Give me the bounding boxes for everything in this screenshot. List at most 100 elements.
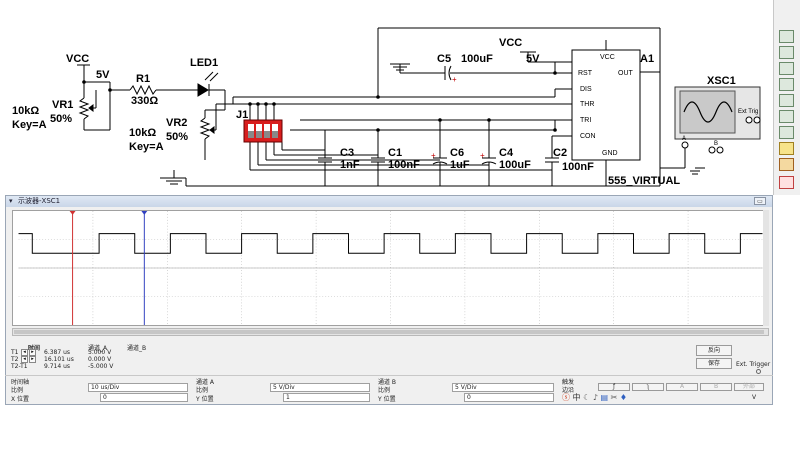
pin-tri: TRI	[580, 117, 591, 124]
moon-icon[interactable]: ☾	[583, 393, 591, 402]
timebase-section: 时间轴	[11, 379, 30, 386]
channel-b-scale-label: 比例	[378, 387, 391, 394]
j1-name: J1	[236, 109, 248, 121]
word-generator-tool-icon[interactable]	[779, 142, 794, 155]
c6-value: 1uF	[450, 159, 470, 171]
keyboard-icon[interactable]: ▤	[600, 393, 609, 402]
trigger-source-b-button[interactable]: B	[700, 383, 732, 391]
c4-plus: +	[480, 151, 485, 160]
microphone-icon[interactable]: ♪	[592, 393, 598, 402]
led-name: LED1	[190, 57, 218, 69]
row-label-t1: T1	[11, 349, 19, 356]
close-icon[interactable]: ▭	[754, 197, 766, 205]
chan-b-label: B	[714, 141, 718, 147]
frequency-counter-tool-icon[interactable]	[779, 126, 794, 139]
vr2-value-2: Key=A	[129, 141, 164, 153]
t1-right-button[interactable]: ▸	[29, 349, 36, 356]
trigger-edge-label: 边沿	[562, 387, 575, 394]
oscilloscope-tool-icon[interactable]	[779, 78, 794, 91]
timebase-scale-field[interactable]: 10 us/Div	[88, 383, 188, 392]
tools-icon[interactable]: ✂	[610, 393, 618, 402]
t2-chan-a: 0.000 V	[88, 356, 112, 363]
scope-horizontal-scrollbar[interactable]	[12, 328, 769, 336]
pin-vcc: VCC	[600, 54, 615, 61]
channel-a-section: 通道 A	[196, 379, 215, 386]
pin-rst: RST	[578, 70, 593, 77]
window-taskbar-icons: ⓢ 中 ☾ ♪ ▤ ✂ ♦	[562, 393, 667, 403]
c4-value: 100uF	[499, 159, 531, 171]
function-generator-tool-icon[interactable]	[779, 46, 794, 59]
channel-b-scale-field[interactable]: 5 V/Div	[452, 383, 554, 392]
x-position-field[interactable]: 0	[100, 393, 188, 402]
ext-trig-label: Ext Trig	[738, 109, 758, 115]
logic-analyzer-tool-icon[interactable]	[779, 158, 794, 171]
vr1-percent: 50%	[50, 113, 72, 125]
pin-con: CON	[580, 133, 596, 140]
vr1-name: VR1	[52, 99, 73, 111]
controls-divider	[5, 375, 773, 376]
instrument-toolbar	[773, 0, 800, 195]
a1-name: A1	[640, 53, 654, 65]
timebase-scale-label: 比例	[11, 387, 24, 394]
reverse-button[interactable]: 反向	[696, 345, 732, 356]
x-position-label: X 位置	[11, 396, 30, 403]
vr2-name: VR2	[166, 117, 187, 129]
t2-left-button[interactable]: ◂	[21, 356, 28, 363]
pin-gnd: GND	[602, 150, 618, 157]
vcc-left-label: VCC	[66, 53, 89, 65]
cursor-marker-icon	[69, 211, 76, 215]
trigger-external-button[interactable]: 外部	[734, 383, 764, 391]
shirt-icon[interactable]: ♦	[619, 393, 627, 402]
trigger-falling-edge-button[interactable]: ʅ	[632, 383, 664, 391]
ext-trigger-terminal[interactable]	[756, 369, 761, 374]
scrollbar-thumb[interactable]	[14, 330, 764, 334]
v5-left-label: 5V	[96, 69, 110, 81]
scope-vertical-scrollbar[interactable]	[763, 210, 769, 326]
channel-b-section: 通道 B	[378, 379, 397, 386]
c3-name: C3	[340, 147, 354, 159]
channel-a-scale-field[interactable]: 5 V/Div	[270, 383, 370, 392]
channel-a-y-position-label: Y 位置	[196, 396, 214, 403]
pin-dis: DIS	[580, 86, 592, 93]
channel-b-y-position-field[interactable]: 0	[464, 393, 554, 402]
col-header-chan-a: 通道_A	[88, 345, 108, 352]
wattmeter-tool-icon[interactable]	[779, 62, 794, 75]
vr2-percent: 50%	[166, 131, 188, 143]
probe-tool-icon[interactable]	[779, 176, 794, 189]
scope-title: 示波器-XSC1	[18, 197, 61, 205]
trigger-section: 触发	[562, 379, 575, 386]
trigger-source-a-button[interactable]: A	[666, 383, 698, 391]
t1-time: 6.387 us	[44, 349, 71, 356]
app-logo-icon[interactable]: ⓢ	[562, 393, 570, 402]
c5-name: C5	[437, 53, 451, 65]
scope-titlebar[interactable]: ▾ 示波器-XSC1 ▭	[6, 196, 772, 207]
t1-chan-a: 5.000 V	[88, 349, 112, 356]
c2-value: 100nF	[562, 161, 594, 173]
c6-name: C6	[450, 147, 464, 159]
bode-plotter-tool-icon[interactable]	[779, 110, 794, 123]
t1-left-button[interactable]: ◂	[21, 349, 28, 356]
ext-trigger-label: Ext. Trigger	[736, 361, 771, 368]
t2-right-button[interactable]: ▸	[29, 356, 36, 363]
c3-value: 1nF	[340, 159, 360, 171]
language-icon[interactable]: 中	[572, 393, 581, 402]
c5-plus: +	[452, 75, 457, 84]
circuit-schematic[interactable]: VCC 5V R1 330Ω LED1 10kΩ VR1 Key=A 50% V…	[0, 0, 800, 195]
scope-display[interactable]	[12, 210, 769, 326]
save-button[interactable]: 保存	[696, 358, 732, 369]
channel-a-y-position-field[interactable]: 1	[283, 393, 370, 402]
col-header-time: 时间	[28, 343, 40, 352]
c5-value: 100uF	[461, 53, 493, 65]
arrow-down-icon[interactable]: ▾	[9, 197, 13, 205]
multimeter-tool-icon[interactable]	[779, 30, 794, 43]
cursor-marker-icon	[141, 211, 148, 215]
vr1-value-1: 10kΩ	[12, 105, 39, 117]
c6-plus: +	[431, 151, 436, 160]
channel-b-y-position-label: Y 位置	[378, 396, 396, 403]
trigger-rising-edge-button[interactable]: ƒ	[598, 383, 630, 391]
four-channel-scope-tool-icon[interactable]	[779, 94, 794, 107]
row-label-t2: T2	[11, 356, 19, 363]
vr2-value-1: 10kΩ	[129, 127, 156, 139]
chan-a-label: A	[682, 136, 686, 142]
